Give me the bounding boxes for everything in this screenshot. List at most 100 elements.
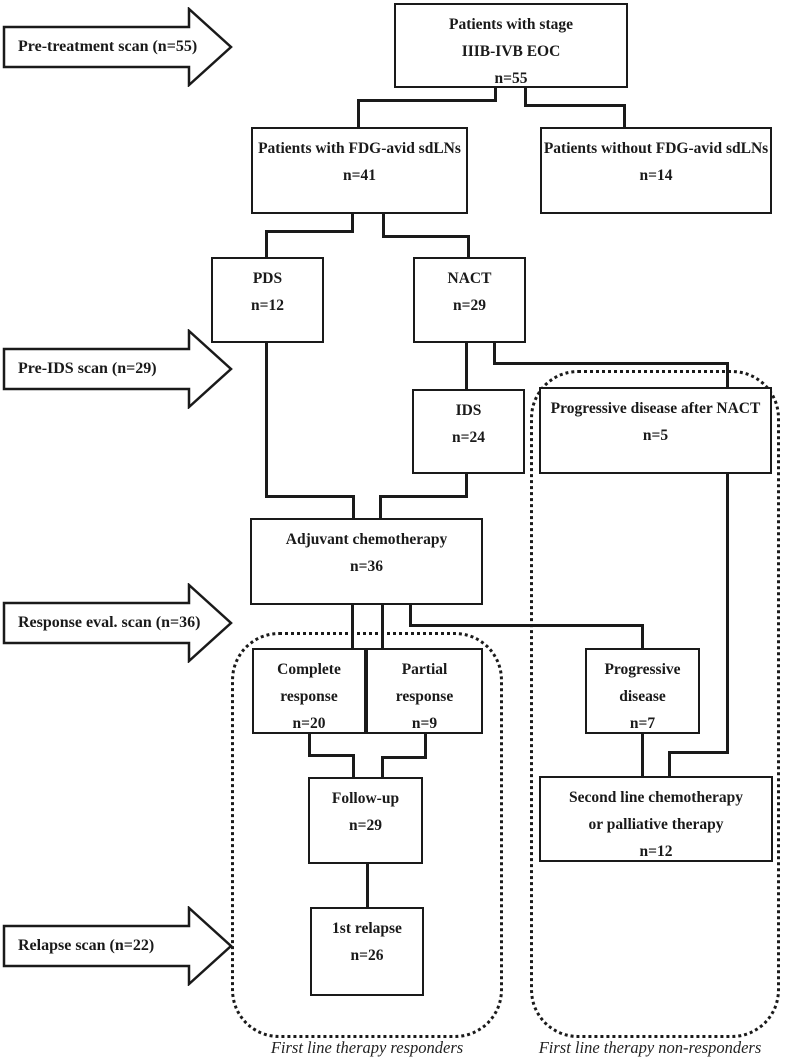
edge-pdnact-to-secondline (668, 751, 729, 754)
edge-fdg-to-nact (467, 235, 470, 257)
edge-fdg-to-nact (382, 214, 385, 238)
box-label: Progressive disease after NACT (550, 400, 761, 417)
edge-adjuvant-to-progressive (409, 605, 412, 627)
box-followup: Follow-up n=29 (308, 777, 423, 864)
relapse-scan-arrow: Relapse scan (n=22) (2, 906, 234, 986)
edge-nact-to-pdnact (726, 362, 729, 387)
pretreatment-scan-arrow: Pre-treatment scan (n=55) (2, 7, 234, 87)
box-label: IDS (455, 402, 482, 419)
edge-pds-to-adjuvant (265, 495, 355, 498)
edge-partial-to-followup (381, 756, 427, 759)
box-count: n=20 (292, 715, 326, 732)
pretreatment-scan-label: Pre-treatment scan (n=55) (18, 38, 198, 55)
edge-adjuvant-to-progressive (409, 624, 644, 627)
edge-fdg-to-pds (351, 214, 354, 233)
box-count: n=9 (411, 715, 438, 732)
response-eval-scan-arrow: Response eval. scan (n=36) (2, 583, 234, 663)
edge-adjuvant-to-partial (381, 605, 384, 648)
box-count: n=14 (639, 167, 673, 184)
edge-adjuvant-to-progressive (641, 624, 644, 648)
box-ids: IDS n=24 (412, 389, 525, 474)
responders-group-caption: First line therapy responders (270, 1038, 464, 1057)
box-label: Adjuvant chemotherapy (285, 531, 448, 548)
edge-adjuvant-to-complete (351, 605, 354, 648)
box-stage-eoc: Patients with stage IIIB-IVB EOC n=55 (394, 3, 628, 88)
edge-nact-to-pdnact (493, 343, 496, 365)
edge-pds-to-adjuvant (352, 495, 355, 518)
box-nact: NACT n=29 (413, 257, 526, 343)
edge-stage-to-fdg (357, 99, 360, 127)
box-label: Progressive (604, 661, 681, 678)
box-label: IIIB-IVB EOC (461, 43, 561, 60)
box-no-fdg-avid: Patients without FDG-avid sdLNs n=14 (540, 127, 772, 214)
box-count: n=29 (453, 297, 486, 314)
box-complete-response: Complete response n=20 (252, 648, 366, 734)
relapse-scan-label: Relapse scan (n=22) (18, 937, 155, 954)
non-responders-group-caption: First line therapy non-responders (538, 1038, 762, 1057)
box-label: Patients with FDG-avid sdLNs (258, 140, 461, 157)
edge-nact-to-pdnact (493, 362, 729, 365)
box-label: NACT (447, 270, 492, 287)
right-arrow-icon (2, 906, 233, 986)
box-label: response (280, 688, 338, 705)
responders-group-outline (231, 632, 503, 1038)
preids-scan-arrow: Pre-IDS scan (n=29) (2, 329, 234, 409)
box-label: Complete (277, 661, 341, 678)
box-label: 1st relapse (332, 920, 402, 937)
box-label: Second line chemotherapy (569, 789, 743, 806)
box-label: Partial (401, 661, 448, 678)
right-arrow-icon (2, 329, 233, 409)
box-adjuvant-chemo: Adjuvant chemotherapy n=36 (250, 518, 483, 605)
box-count: n=36 (350, 558, 383, 575)
edge-complete-to-followup (308, 733, 311, 757)
box-label: Patients with stage (449, 16, 573, 33)
edge-pdnact-to-secondline (668, 751, 671, 776)
box-label: Patients without FDG-avid sdLNs (543, 140, 769, 157)
box-label: or palliative therapy (588, 816, 724, 833)
box-label: response (395, 688, 454, 705)
box-label: Follow-up (331, 790, 400, 807)
edge-complete-to-followup (308, 754, 355, 757)
box-count: n=24 (452, 429, 485, 446)
box-count: n=12 (251, 297, 284, 314)
box-count: n=12 (639, 843, 673, 860)
edge-fdg-to-pds (265, 230, 354, 233)
edge-progressive-to-secondline (641, 734, 644, 776)
edge-fdg-to-nact (382, 235, 470, 238)
edge-stage-to-nofdg (623, 104, 626, 127)
edge-stage-to-fdg (357, 99, 497, 102)
edge-stage-to-nofdg (524, 88, 527, 107)
box-count: n=5 (642, 427, 669, 444)
edge-pds-to-adjuvant (265, 343, 268, 498)
edge-fdg-to-pds (265, 230, 268, 257)
box-second-line: Second line chemotherapy or palliative t… (539, 776, 773, 862)
edge-followup-to-relapse (366, 864, 369, 907)
edge-ids-to-adjuvant (379, 495, 382, 518)
preids-scan-label: Pre-IDS scan (n=29) (18, 360, 157, 377)
box-label: disease (619, 688, 666, 705)
non-responders-group-outline (530, 370, 780, 1038)
edge-partial-to-followup (424, 734, 427, 759)
box-partial-response: Partial response n=9 (366, 648, 483, 734)
right-arrow-icon (2, 583, 233, 663)
edge-stage-to-fdg (494, 88, 497, 102)
box-label: PDS (252, 270, 283, 287)
box-count: n=7 (629, 715, 656, 732)
box-count: n=55 (494, 70, 528, 87)
edge-nact-to-ids (465, 343, 468, 389)
box-count: n=29 (349, 817, 382, 834)
edge-pdnact-to-secondline (726, 474, 729, 754)
box-count: n=41 (343, 167, 376, 184)
box-pds: PDS n=12 (211, 257, 324, 343)
box-count: n=26 (350, 947, 384, 964)
box-first-relapse: 1st relapse n=26 (310, 907, 424, 996)
box-fdg-avid: Patients with FDG-avid sdLNs n=41 (251, 127, 468, 214)
box-progressive-after-nact: Progressive disease after NACT n=5 (539, 387, 772, 474)
edge-partial-to-followup (381, 756, 384, 777)
response-eval-scan-label: Response eval. scan (n=36) (18, 614, 201, 631)
edge-stage-to-nofdg (524, 104, 626, 107)
box-progressive-disease: Progressive disease n=7 (585, 648, 700, 734)
edge-ids-to-adjuvant (379, 495, 468, 498)
right-arrow-icon (2, 7, 233, 87)
